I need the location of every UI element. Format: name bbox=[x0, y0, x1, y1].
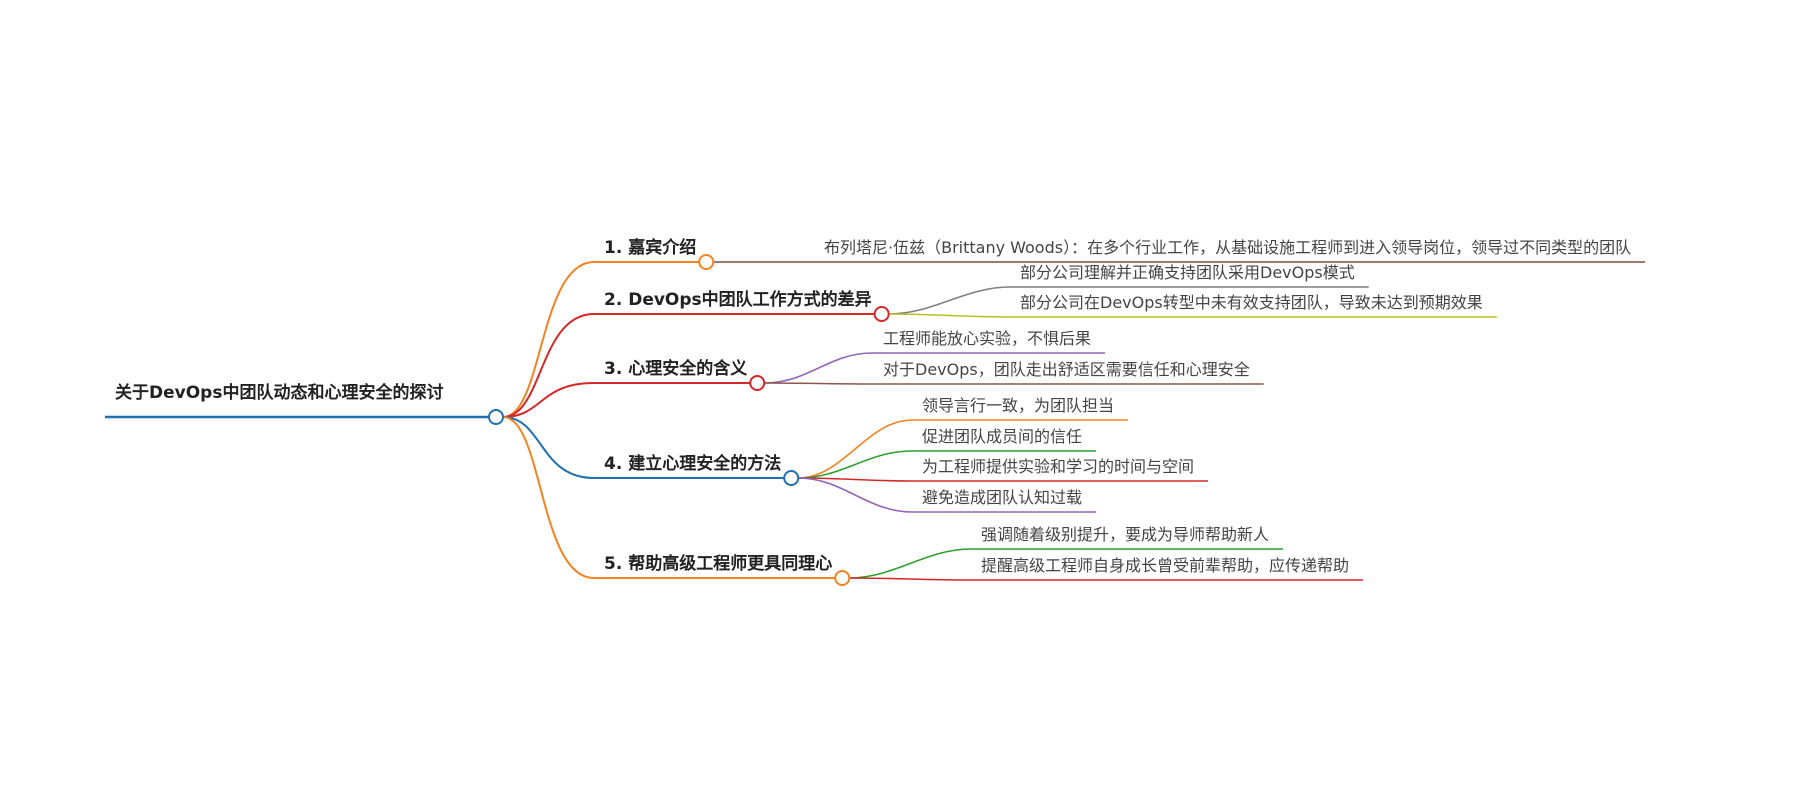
leaf-trust-comfort-zone[interactable]: 对于DevOps，团队走出舒适区需要信任和心理安全 bbox=[883, 360, 1250, 379]
leaf-companies-fail[interactable]: 部分公司在DevOps转型中未有效支持团队，导致未达到预期效果 bbox=[1020, 293, 1483, 312]
leaf-connector bbox=[798, 419, 1129, 479]
leaf-connector bbox=[798, 450, 1097, 479]
leaf-become-mentor[interactable]: 强调随着级别提升，要成为导师帮助新人 bbox=[981, 525, 1270, 544]
mindmap-node-handles bbox=[488, 254, 890, 586]
leaf-experiment-freely[interactable]: 工程师能放心实验，不惧后果 bbox=[883, 329, 1092, 348]
leaf-guest-bio[interactable]: 布列塔尼·伍兹（Brittany Woods）：在多个行业工作，从基础设施工程师… bbox=[824, 238, 1632, 257]
branch-node-handle[interactable] bbox=[783, 470, 800, 486]
branch-team-differences[interactable]: 2. DevOps中团队工作方式的差异 bbox=[604, 290, 872, 310]
leaf-leader-consistency[interactable]: 领导言行一致，为团队担当 bbox=[922, 396, 1115, 415]
leaf-connector bbox=[888, 313, 1497, 318]
leaf-connector bbox=[849, 577, 1364, 581]
branch-connector bbox=[502, 382, 751, 418]
leaf-connector bbox=[798, 477, 1097, 513]
branch-node-handle[interactable] bbox=[698, 254, 715, 270]
leaf-cognitive-load[interactable]: 避免造成团队认知过载 bbox=[922, 488, 1083, 507]
branch-node-handle[interactable] bbox=[834, 570, 851, 586]
branch-build-safety-methods[interactable]: 4. 建立心理安全的方法 bbox=[604, 454, 782, 474]
leaf-connector bbox=[764, 352, 1106, 384]
branch-connector bbox=[502, 261, 700, 418]
branch-connector bbox=[502, 416, 785, 479]
leaf-connector bbox=[849, 548, 1284, 579]
branch-node-handle[interactable] bbox=[749, 375, 766, 391]
root-topic[interactable]: 关于DevOps中团队动态和心理安全的探讨 bbox=[115, 383, 444, 403]
leaf-connector bbox=[888, 286, 1369, 315]
leaf-connector bbox=[764, 382, 1264, 385]
leaf-pass-on-help[interactable]: 提醒高级工程师自身成长曾受前辈帮助，应传递帮助 bbox=[981, 556, 1350, 575]
root-node-handle[interactable] bbox=[488, 409, 504, 425]
mindmap-links bbox=[105, 261, 1646, 581]
leaf-companies-support[interactable]: 部分公司理解并正确支持团队采用DevOps模式 bbox=[1020, 263, 1355, 282]
branch-connector bbox=[502, 416, 836, 579]
branch-guest-intro[interactable]: 1. 嘉宾介绍 bbox=[604, 238, 697, 258]
leaf-member-trust[interactable]: 促进团队成员间的信任 bbox=[922, 427, 1083, 446]
leaf-time-space[interactable]: 为工程师提供实验和学习的时间与空间 bbox=[922, 457, 1195, 476]
branch-psych-safety-meaning[interactable]: 3. 心理安全的含义 bbox=[604, 359, 748, 379]
leaf-connector bbox=[798, 477, 1209, 482]
branch-connector bbox=[502, 313, 875, 418]
branch-node-handle[interactable] bbox=[873, 306, 890, 322]
branch-senior-empathy[interactable]: 5. 帮助高级工程师更具同理心 bbox=[604, 554, 833, 574]
